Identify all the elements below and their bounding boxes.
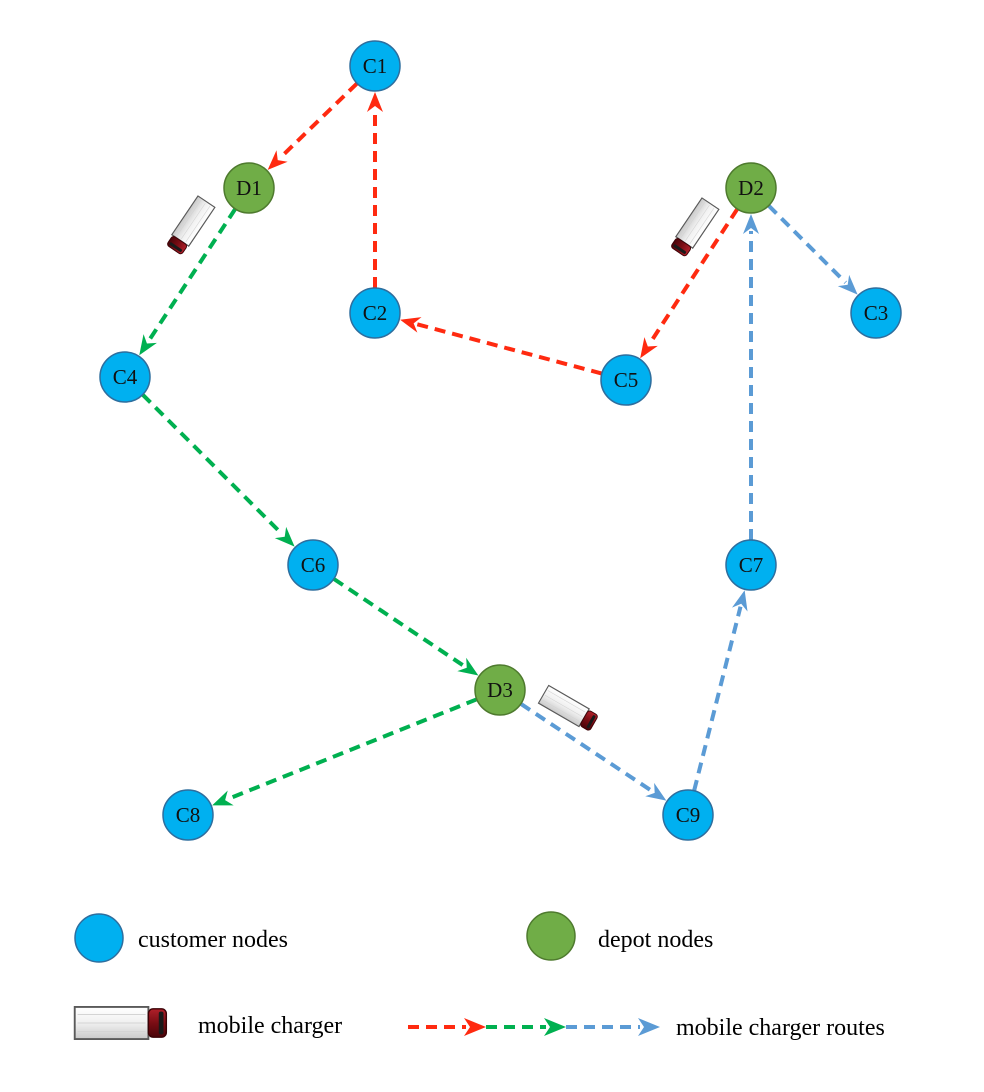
truck-icon	[668, 197, 720, 259]
node-label: C4	[113, 365, 138, 389]
node-label: C6	[301, 553, 326, 577]
node-label: C5	[614, 368, 639, 392]
route-edge-d3-c9	[519, 702, 667, 801]
route-edge-d1-c4	[139, 207, 237, 356]
legend-customer-label: customer nodes	[138, 927, 288, 953]
arrowhead-icon	[457, 657, 479, 676]
arrowhead-icon	[267, 150, 288, 170]
route-edge-d2-c3	[767, 204, 858, 295]
route-edge-c6-d3	[332, 577, 479, 676]
routes-layer	[139, 81, 858, 806]
arrowhead-icon	[638, 1018, 660, 1036]
arrowhead-icon	[212, 790, 234, 806]
node-label: D3	[487, 678, 513, 702]
customer-node-c8: C8	[162, 789, 214, 841]
route-edge-d2-c5	[640, 207, 740, 359]
route-edge-c4-c6	[141, 393, 295, 547]
arrowhead-icon	[743, 214, 759, 234]
customer-node-c5: C5	[600, 354, 652, 406]
arrowhead-icon	[139, 334, 157, 356]
legend-arrow-red	[408, 1018, 486, 1036]
customer-node-c1: C1	[349, 40, 401, 92]
customer-node-c3: C3	[850, 287, 902, 339]
node-label: C3	[864, 301, 889, 325]
truck-icon	[73, 1006, 168, 1040]
node-label: C9	[676, 803, 701, 827]
legend-route-arrows	[408, 1018, 660, 1036]
route-edge-c5-c2	[400, 317, 603, 376]
customer-node-c9: C9	[662, 789, 714, 841]
arrowhead-icon	[464, 1018, 486, 1036]
node-label: C2	[363, 301, 388, 325]
customer-node-c4: C4	[99, 351, 151, 403]
legend-depot-label: depot nodes	[598, 927, 713, 953]
legend-arrow-green	[486, 1018, 566, 1036]
truck-icon	[164, 195, 216, 257]
legend: customer nodes depot nodes mobile charge…	[73, 911, 885, 1041]
arrowhead-icon	[400, 317, 422, 333]
route-edge-c1-d1	[267, 81, 359, 170]
legend-arrow-blue	[566, 1018, 660, 1036]
customer-node-c7: C7	[725, 539, 777, 591]
legend-customer-swatch	[74, 913, 124, 963]
truck-icon	[537, 684, 600, 733]
legend-depot-swatch	[526, 911, 576, 961]
customer-node-c6: C6	[287, 539, 339, 591]
depot-node-d2: D2	[725, 162, 777, 214]
arrowhead-icon	[274, 526, 295, 547]
depot-node-d3: D3	[474, 664, 526, 716]
node-label: C1	[363, 54, 388, 78]
arrowhead-icon	[640, 337, 658, 359]
route-edge-c9-c7	[692, 590, 748, 792]
node-label: C8	[176, 803, 201, 827]
node-label: D2	[738, 176, 764, 200]
route-edge-d3-c8	[212, 697, 478, 806]
arrowhead-icon	[544, 1018, 566, 1036]
arrowhead-icon	[837, 274, 858, 295]
arrowhead-icon	[732, 590, 748, 612]
customer-node-c2: C2	[349, 287, 401, 339]
arrowhead-icon	[645, 782, 667, 801]
node-label: C7	[739, 553, 764, 577]
route-edge-c7-d2	[743, 214, 759, 540]
depot-node-d1: D1	[223, 162, 275, 214]
legend-routes-label: mobile charger routes	[676, 1015, 885, 1041]
arrowhead-icon	[367, 92, 383, 112]
node-label: D1	[236, 176, 262, 200]
route-edge-c2-c1	[367, 92, 383, 288]
legend-charger-label: mobile charger	[198, 1013, 342, 1039]
